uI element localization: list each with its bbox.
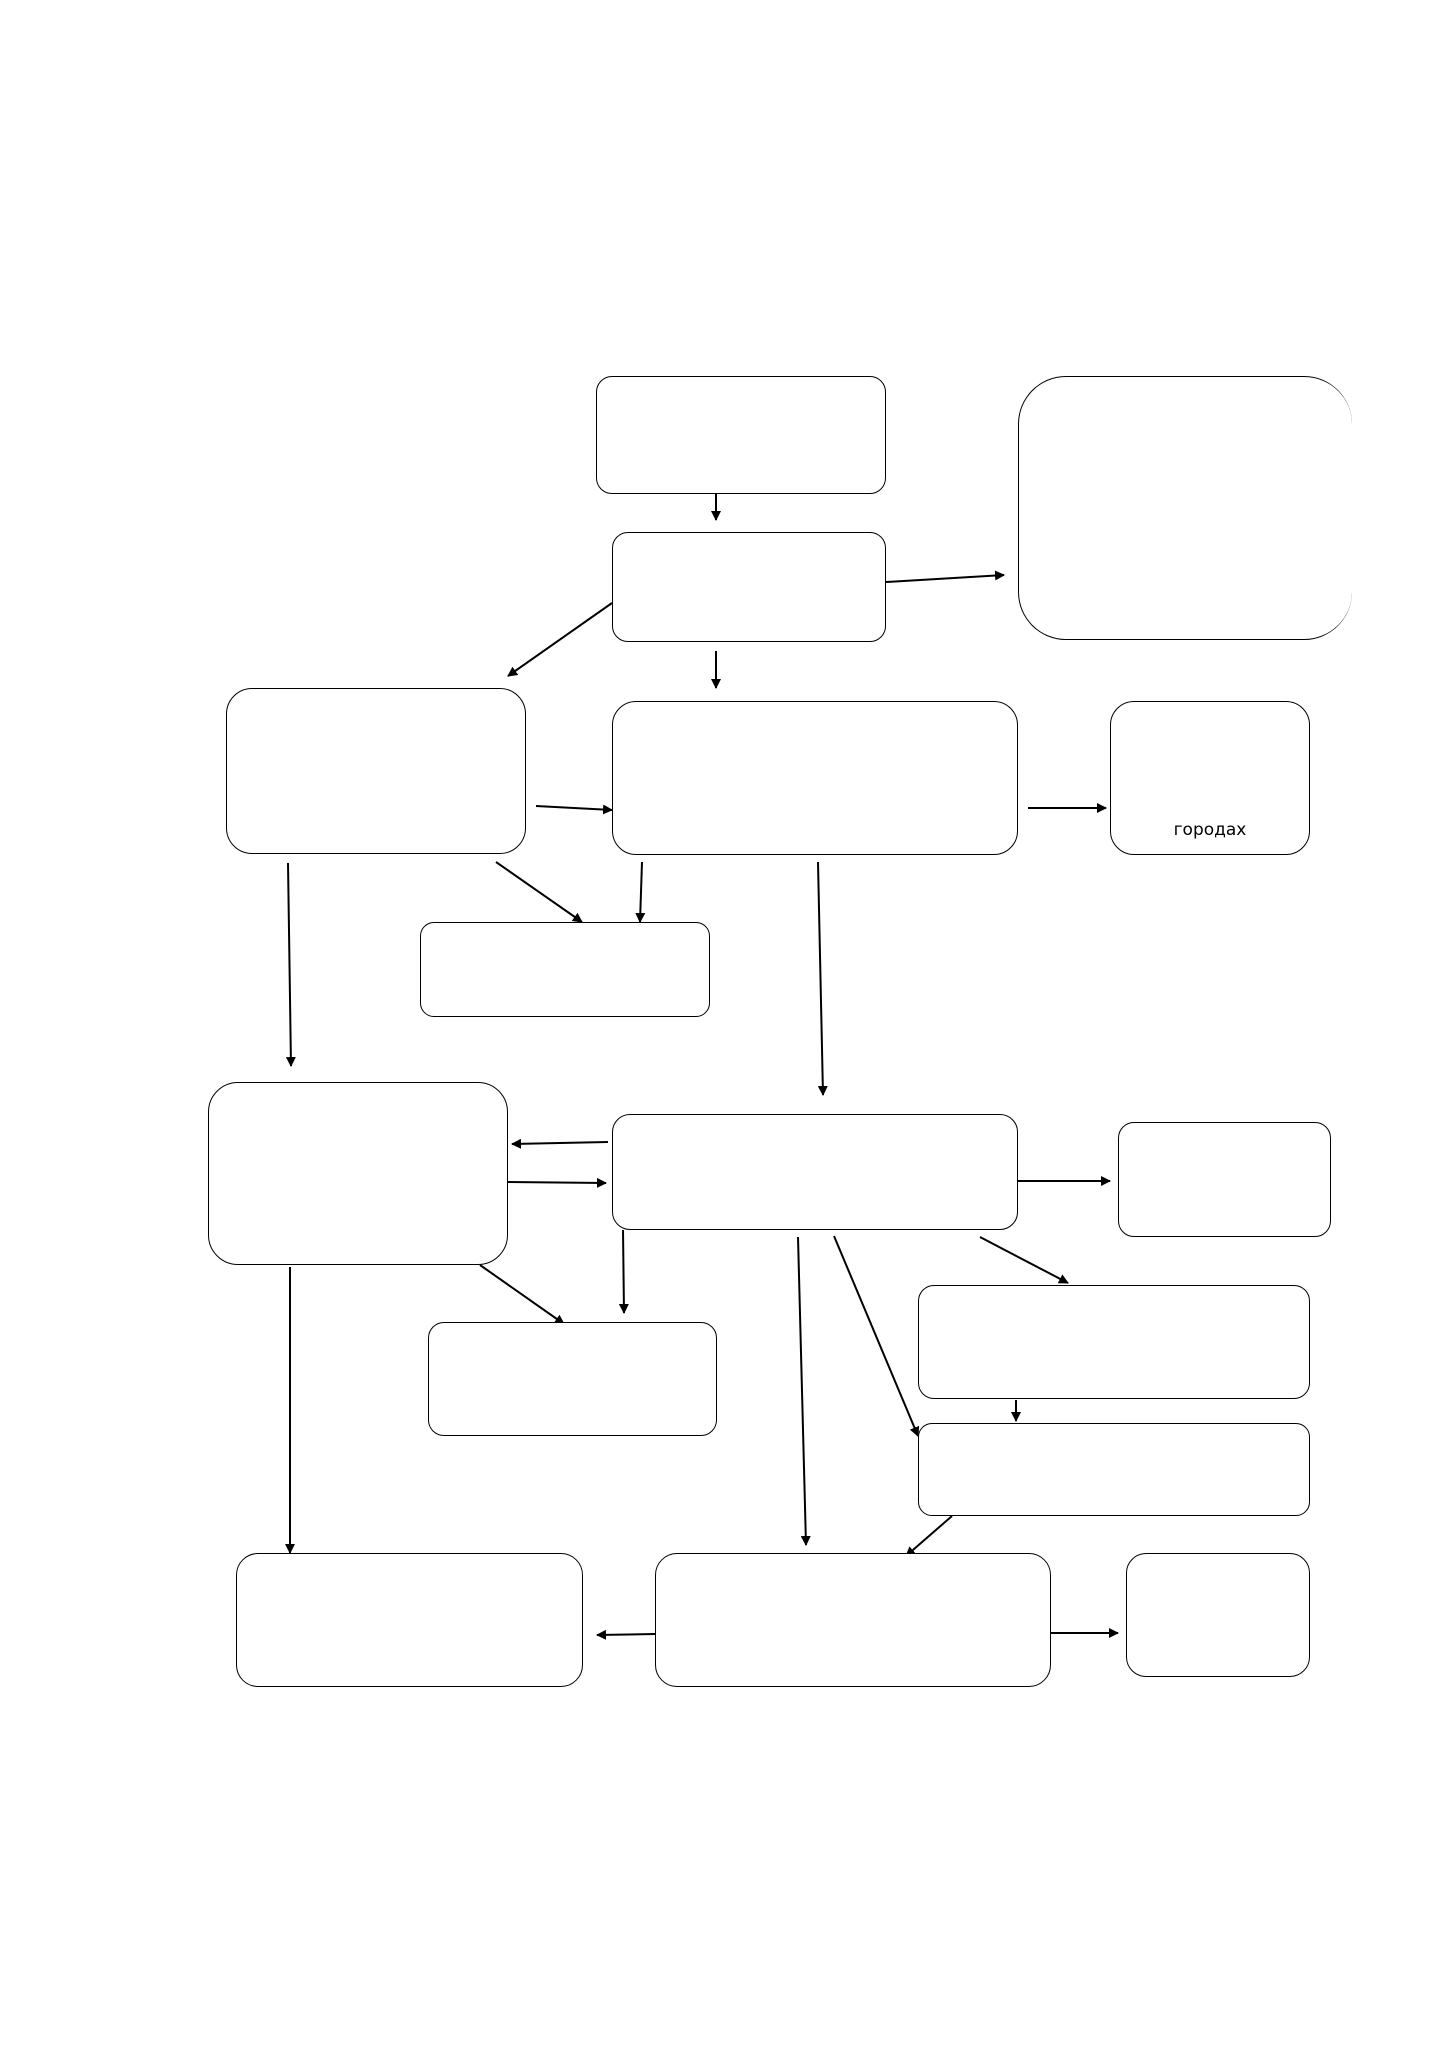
node-label: городах xyxy=(1173,820,1247,840)
node-n13 xyxy=(918,1423,1310,1516)
node-n2 xyxy=(612,532,886,642)
node-n15 xyxy=(236,1553,583,1687)
arrow xyxy=(833,1235,920,1437)
node-n14 xyxy=(655,1553,1051,1687)
arrow xyxy=(495,861,583,923)
node-n11 xyxy=(428,1322,717,1436)
node-n8 xyxy=(208,1082,508,1265)
arrow xyxy=(479,1264,565,1325)
node-n4 xyxy=(226,688,526,854)
node-n10 xyxy=(1118,1122,1331,1237)
arrow xyxy=(535,804,613,815)
node-n12 xyxy=(918,1285,1310,1399)
arrow xyxy=(507,602,613,677)
arrow xyxy=(511,1138,609,1149)
arrow xyxy=(507,1177,607,1188)
node-n5 xyxy=(612,701,1018,855)
arrow xyxy=(885,570,1005,583)
arrow xyxy=(596,1629,656,1640)
node-n7 xyxy=(420,922,710,1017)
arrow xyxy=(285,862,296,1067)
node-n9 xyxy=(612,1114,1018,1230)
arrow xyxy=(797,1236,811,1546)
arrow xyxy=(979,1236,1069,1284)
node-n16 xyxy=(1126,1553,1310,1677)
node-n6: городах xyxy=(1110,701,1310,855)
arrow xyxy=(905,1515,953,1557)
arrow xyxy=(618,1229,629,1314)
node-n1 xyxy=(596,376,886,494)
arrow xyxy=(817,861,828,1096)
arrow xyxy=(635,861,646,923)
node-n3 xyxy=(1018,376,1352,640)
